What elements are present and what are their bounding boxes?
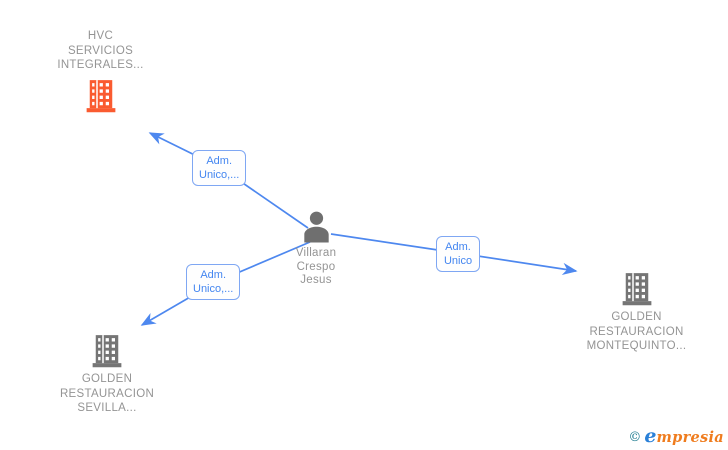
- person-name-line: Villaran: [295, 247, 337, 259]
- company-name-line: RESTAURACION: [589, 325, 684, 338]
- empresia-logo[interactable]: ©empresia: [628, 425, 724, 447]
- company-name-line: GOLDEN: [81, 373, 133, 385]
- brand-letter-e: e: [644, 425, 657, 447]
- edge-label-line: Adm.: [445, 241, 471, 253]
- company-name-line: RESTAURACION: [59, 387, 155, 400]
- person-name: Villaran Crespo Jesus: [251, 247, 381, 288]
- brand-wordmark: mpresia: [656, 429, 724, 446]
- person-icon: [251, 211, 381, 243]
- edge-label-line: Unico: [443, 255, 473, 267]
- building-icon: [18, 79, 183, 113]
- company-node-golden-montequinto[interactable]: GOLDEN RESTAURACION MONTEQUINTO...: [554, 272, 719, 354]
- building-icon: [554, 272, 719, 306]
- company-name: GOLDEN RESTAURACION SEVILLA...: [27, 372, 187, 416]
- edge-label-line: Adm.: [206, 155, 233, 167]
- company-name-line: MONTEQUINTO...: [586, 340, 687, 352]
- person-name-line: Crespo: [296, 260, 336, 273]
- company-name-line: HVC: [87, 30, 114, 42]
- edge-label-adm-unico-sevilla[interactable]: Adm. Unico,...: [186, 264, 241, 300]
- company-name: GOLDEN RESTAURACION MONTEQUINTO...: [554, 310, 719, 354]
- company-node-hvc[interactable]: HVC SERVICIOS INTEGRALES...: [18, 29, 183, 113]
- edge-label-line: Adm.: [200, 269, 227, 281]
- edge-label-adm-unico-hvc[interactable]: Adm. Unico,...: [192, 150, 247, 186]
- company-name-line: INTEGRALES...: [57, 59, 144, 71]
- person-node-villaran-crespo-jesus[interactable]: Villaran Crespo Jesus: [251, 211, 381, 288]
- company-node-golden-sevilla[interactable]: GOLDEN RESTAURACION SEVILLA...: [27, 334, 187, 416]
- edge-label-adm-unico-montequinto[interactable]: Adm. Unico: [436, 236, 480, 272]
- edge-label-line: Unico,...: [193, 283, 234, 295]
- company-name-line: SEVILLA...: [77, 402, 137, 414]
- company-name: HVC SERVICIOS INTEGRALES...: [18, 29, 183, 73]
- building-icon: [27, 334, 187, 368]
- company-name-line: GOLDEN: [611, 311, 662, 323]
- edge-label-line: Unico,...: [199, 169, 240, 181]
- company-name-line: SERVICIOS: [67, 44, 134, 57]
- person-name-line: Jesus: [300, 274, 332, 286]
- copyright-icon: ©: [628, 430, 642, 445]
